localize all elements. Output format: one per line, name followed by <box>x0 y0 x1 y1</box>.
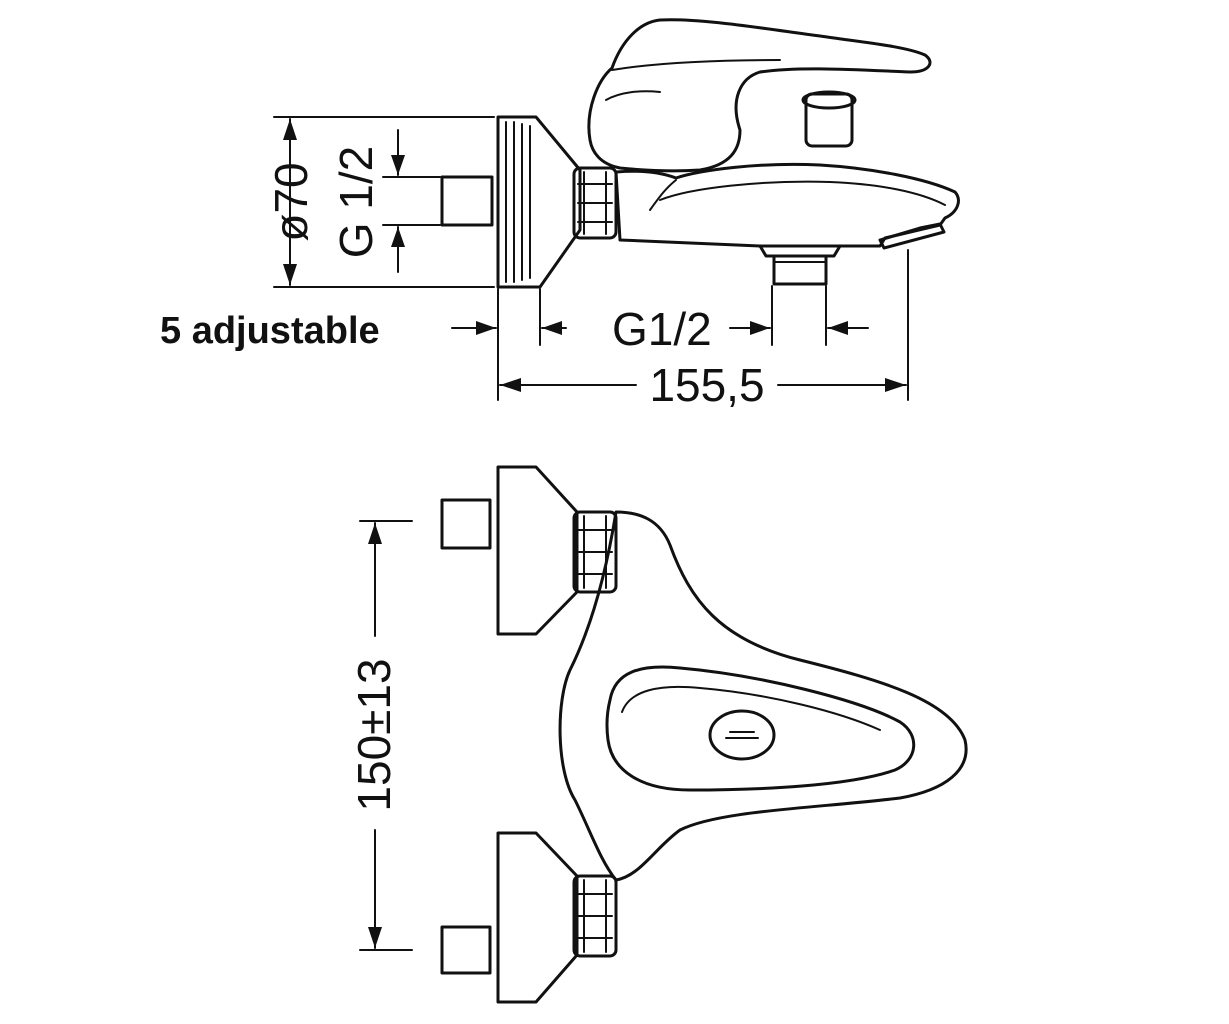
aerator <box>878 222 946 250</box>
inlet-thread-label: G 1/2 <box>330 146 382 259</box>
upper-inlet-stub <box>440 498 492 550</box>
logo-icon <box>725 731 759 739</box>
dim-inlet-thread <box>382 129 441 273</box>
outlet-thread-label: G1/2 <box>612 303 712 355</box>
dim-outlet-thread <box>729 285 869 346</box>
wall-flange <box>496 115 582 289</box>
logo-badge <box>708 709 776 761</box>
inlet-stub <box>440 175 494 227</box>
lower-union-nut <box>572 874 618 958</box>
mixer-body-top <box>558 510 968 882</box>
mixer-body <box>614 162 960 248</box>
length-label: 155,5 <box>649 359 764 411</box>
upper-union-nut <box>572 510 618 594</box>
upper-flange <box>496 465 579 636</box>
side-view: ø70 G 1/2 5 adjustable <box>160 18 960 411</box>
diverter-knob <box>801 90 857 148</box>
top-view: 150±13 <box>348 465 968 1004</box>
lower-inlet-stub <box>440 925 492 975</box>
lower-flange <box>496 831 579 1004</box>
diameter-label: ø70 <box>265 162 317 241</box>
dim-diameter <box>273 116 495 288</box>
adjustable-label: 5 adjustable <box>160 310 380 352</box>
lever-top <box>605 665 916 792</box>
dim-spacing <box>359 520 413 951</box>
lever-handle <box>587 18 932 173</box>
dim-adjustable <box>451 288 567 346</box>
union-nut <box>572 166 618 240</box>
shower-outlet <box>758 244 842 286</box>
spacing-label: 150±13 <box>348 658 400 811</box>
dim-length <box>497 249 909 401</box>
